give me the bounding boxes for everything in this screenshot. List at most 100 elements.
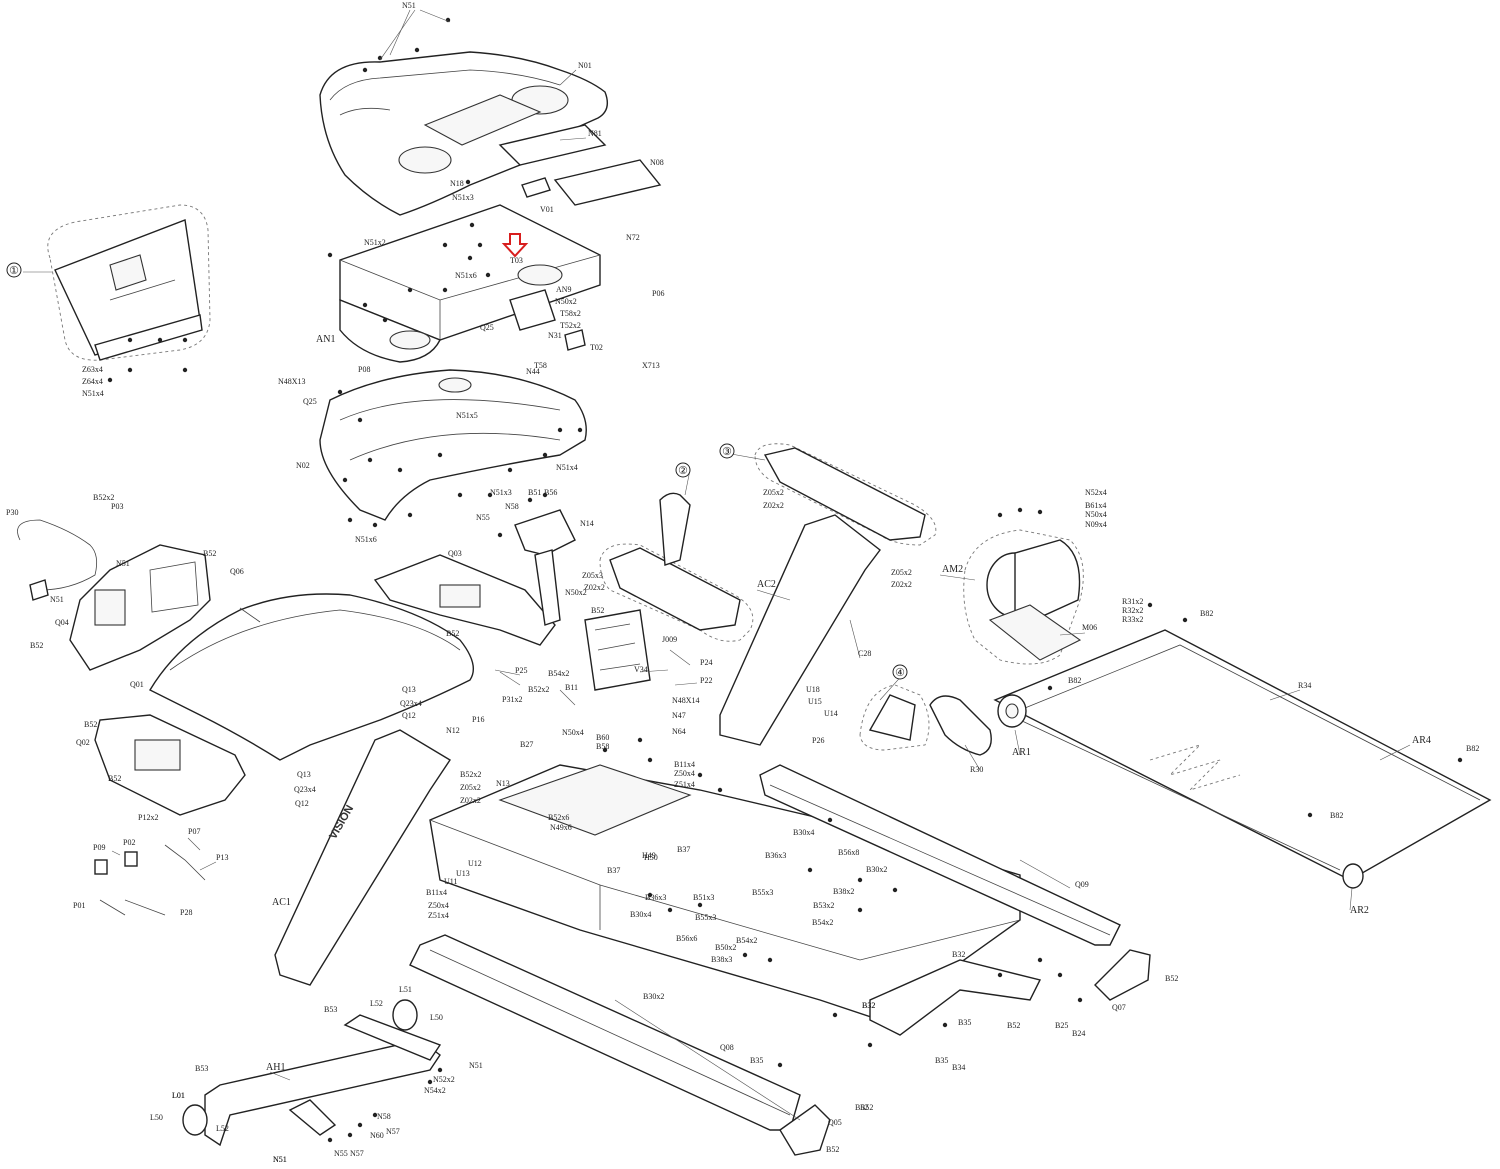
handrail-right-detail [754, 443, 937, 546]
screw-marker [1182, 617, 1188, 623]
part-label-b55x3: B55x3 [752, 888, 773, 897]
screw-marker [997, 972, 1003, 978]
part-label-u11: U11 [444, 877, 457, 886]
part-label-ac1: AC1 [272, 897, 291, 908]
part-label-b36x3: B36x3 [765, 851, 786, 860]
leader-lines [23, 9, 1411, 1121]
power-cord [17, 519, 98, 601]
part-label-b32c: B32 [862, 1001, 875, 1010]
part-label-q04: Q04 [55, 618, 69, 627]
part-label-b52b: B52 [30, 641, 43, 650]
part-label-b58: B58 [596, 742, 609, 751]
screw-marker [1077, 997, 1083, 1003]
part-label-b52d: B52 [591, 606, 604, 615]
leader-line [1379, 744, 1411, 761]
part-label-b82c: B82 [1466, 744, 1479, 753]
part-label-b51x3: B51x3 [693, 893, 714, 902]
screw-marker [1037, 957, 1043, 963]
part-label-u12: U12 [468, 859, 482, 868]
screw-marker [107, 377, 113, 383]
part-label-z02x2b: Z02x2 [460, 796, 481, 805]
part-label-l51: L51 [399, 985, 412, 994]
part-label-z02x2c: Z02x2 [763, 501, 784, 510]
leader-line [669, 649, 691, 666]
screw-marker [577, 427, 583, 433]
screw-marker [182, 337, 188, 343]
leader-line [964, 744, 981, 771]
part-label-p26: P26 [812, 736, 824, 745]
part-label-n58b: N58 [377, 1112, 391, 1121]
leader-line [1059, 632, 1086, 636]
screw-marker [697, 902, 703, 908]
screw-marker [372, 522, 378, 528]
part-label-u18: U18 [806, 685, 820, 694]
part-label-p13: P13 [216, 853, 228, 862]
front-shroud-inner [373, 554, 556, 646]
part-label-z50x4: Z50x4 [674, 769, 695, 778]
part-label-z05x3: Z05x3 [582, 571, 603, 580]
screw-marker [445, 17, 451, 23]
part-label-h50: H50 [644, 853, 658, 862]
part-label-b51: B51 [528, 488, 541, 497]
screw-marker [1037, 509, 1043, 515]
part-label-p25: P25 [515, 666, 527, 675]
part-label-n81: N81 [588, 129, 602, 138]
overlay-sheets [498, 124, 662, 206]
part-label-n47: N47 [672, 711, 686, 720]
leader-line [559, 689, 576, 706]
leader-line [111, 850, 121, 856]
screw-marker [397, 467, 403, 473]
part-label-b53: B53 [324, 1005, 337, 1014]
part-label-ar4: AR4 [1412, 735, 1431, 746]
screw-marker [777, 1062, 783, 1068]
console-frame [339, 204, 601, 363]
part-label-p22: P22 [700, 676, 712, 685]
screw-marker [767, 957, 773, 963]
motor-cover-right-small [94, 714, 246, 816]
leader-line [187, 837, 201, 851]
screw-marker [997, 512, 1003, 518]
part-label-p24: P24 [700, 658, 712, 667]
part-label-p06: P06 [652, 289, 664, 298]
part-label-z51x4b: Z51x4 [428, 911, 449, 920]
part-label-t03: T03 [510, 256, 523, 265]
part-label-h49: H49 [642, 851, 656, 860]
part-label-q13b: Q13 [297, 770, 311, 779]
part-label-b27: B27 [520, 740, 533, 749]
part-label-c28: C28 [858, 649, 871, 658]
screw-marker [442, 287, 448, 293]
svg-text:②: ② [678, 464, 688, 477]
switch-components [94, 844, 206, 916]
leader-line [1014, 729, 1021, 756]
part-label-n51x4: N51x4 [556, 463, 578, 472]
part-label-u15: U15 [808, 697, 822, 706]
part-label-an1: AN1 [316, 334, 335, 345]
part-label-n51: N51 [402, 1, 416, 10]
front-roller [997, 694, 1027, 728]
part-label-n55b: N55 [334, 1149, 348, 1158]
lift-base [182, 999, 442, 1147]
part-label-n51x6b: N51x6 [355, 535, 377, 544]
screw-marker [742, 952, 748, 958]
part-label-b35: B35 [958, 1018, 971, 1027]
screw-marker [342, 477, 348, 483]
part-label-ar2: AR2 [1350, 905, 1369, 916]
part-label-b38x3: B38x3 [711, 955, 732, 964]
part-label-b82b: B82 [1068, 676, 1081, 685]
leader-line [639, 669, 669, 673]
part-label-b52x6: B52x6 [548, 813, 569, 822]
part-label-q01: Q01 [130, 680, 144, 689]
part-label-b30x2b: B30x2 [643, 992, 664, 1001]
part-label-b52g: B52 [1165, 974, 1178, 983]
screw-marker [832, 1012, 838, 1018]
leader-line [939, 574, 976, 581]
part-label-z51x4: Z51x4 [674, 780, 695, 789]
leader-line [1349, 887, 1353, 911]
part-label-z05x2: Z05x2 [460, 783, 481, 792]
part-label-b52x2c: B52x2 [460, 770, 481, 779]
part-label-b56: B56 [544, 488, 557, 497]
screw-marker [457, 492, 463, 498]
screw-marker [602, 747, 608, 753]
motor-hood [149, 593, 474, 761]
screw-marker [827, 817, 833, 823]
